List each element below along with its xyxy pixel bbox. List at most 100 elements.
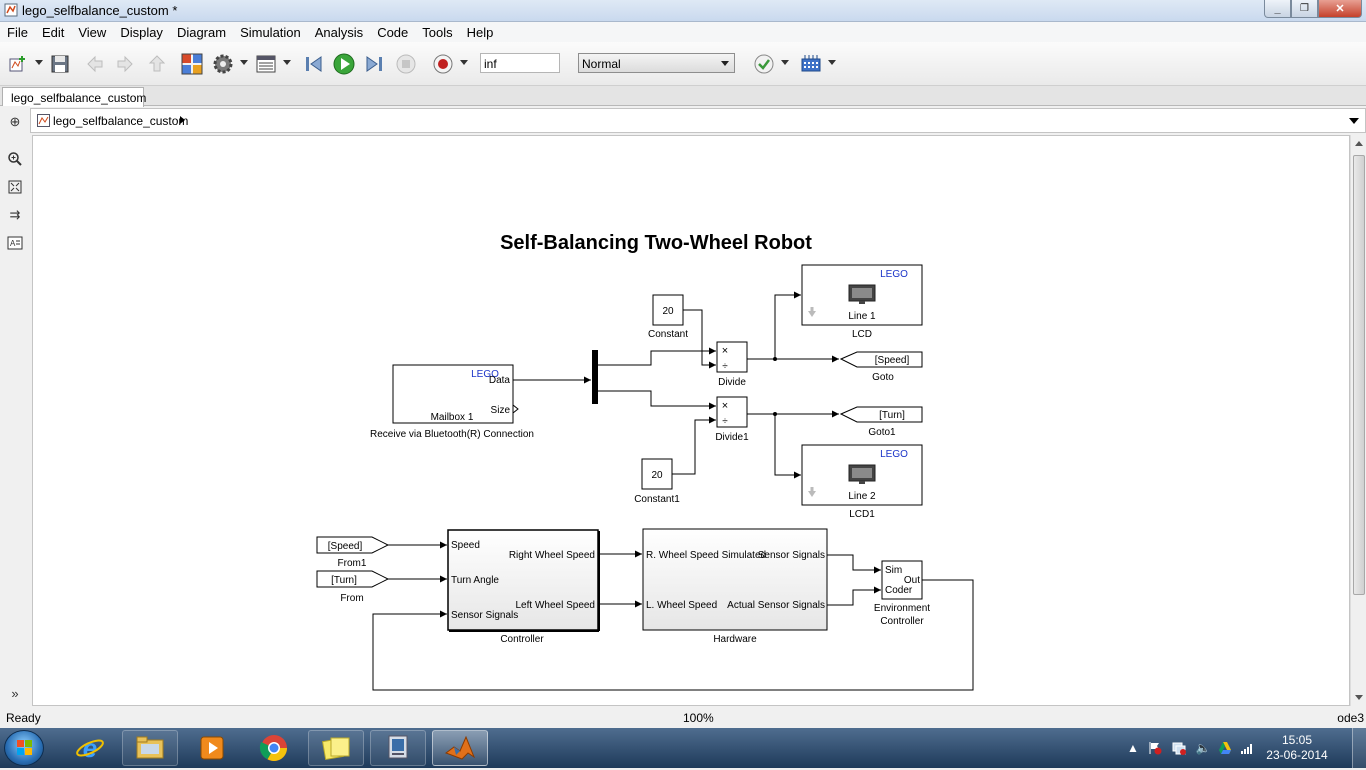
from-block[interactable]: [Turn]	[316, 570, 390, 588]
save-icon[interactable]	[48, 52, 72, 76]
scroll-thumb[interactable]	[1353, 155, 1365, 595]
library-browser-icon[interactable]	[180, 52, 204, 76]
step-back-icon[interactable]	[302, 52, 326, 76]
fit-to-view-icon[interactable]	[6, 178, 24, 196]
mailbox-port-data: Data	[489, 375, 511, 386]
menu-display[interactable]: Display	[120, 24, 163, 40]
model-config-icon[interactable]	[211, 52, 235, 76]
show-desktop-button[interactable]	[1352, 728, 1366, 768]
menu-edit[interactable]: Edit	[41, 24, 65, 40]
annotation-icon[interactable]: A	[6, 234, 24, 252]
scroll-down-icon[interactable]	[1355, 695, 1363, 700]
taskbar-pc-app[interactable]	[370, 730, 426, 766]
update-diagram-dropdown[interactable]	[781, 60, 789, 65]
model-explorer-dropdown[interactable]	[283, 60, 291, 65]
signal-strength-icon[interactable]	[1240, 741, 1254, 755]
controller-subsystem[interactable]: Speed Turn Angle Sensor Signals Right Wh…	[447, 529, 600, 632]
demux-block[interactable]	[592, 350, 598, 404]
clock[interactable]: 15:05 23-06-2014	[1262, 733, 1332, 763]
start-button[interactable]	[4, 730, 44, 766]
taskbar-file-explorer[interactable]	[122, 730, 178, 766]
hardware-subsystem[interactable]: R. Wheel Speed Simulated Sensor Signals …	[642, 528, 828, 631]
branch-point	[773, 412, 777, 416]
taskbar-chrome[interactable]	[246, 730, 302, 766]
menu-help[interactable]: Help	[466, 24, 494, 40]
up-icon[interactable]	[145, 52, 169, 76]
monitor-icon	[848, 284, 876, 304]
goto1-block[interactable]: [Turn]	[839, 406, 923, 423]
hardware-out-actual: Actual Sensor Signals	[727, 600, 825, 611]
vertical-scrollbar[interactable]	[1350, 135, 1366, 706]
arrow-right-icon[interactable]: ⇉	[9, 207, 21, 222]
forward-icon[interactable]	[113, 52, 137, 76]
menu-file[interactable]: File	[7, 24, 28, 40]
simulation-mode-value: Normal	[582, 57, 621, 71]
constant1-block[interactable]: 20	[641, 458, 673, 490]
network-icon[interactable]	[1172, 741, 1186, 755]
simulink-app-icon	[4, 3, 18, 17]
status-solver[interactable]: ode3	[1337, 711, 1364, 725]
menu-analysis[interactable]: Analysis	[314, 24, 364, 40]
envctl-in-sim: Sim	[885, 565, 902, 576]
action-center-flag-icon[interactable]	[1148, 741, 1162, 755]
build-dropdown[interactable]	[828, 60, 836, 65]
goto-block[interactable]: [Speed]	[839, 351, 923, 368]
mailbox-block[interactable]: LEGO Data Size Mailbox 1	[392, 364, 519, 424]
environment-controller-block[interactable]: Sim Coder Out	[881, 560, 923, 600]
close-button[interactable]: ✕	[1318, 0, 1362, 18]
expand-palette-icon[interactable]: »	[11, 685, 19, 701]
envctl-out: Out	[904, 575, 920, 586]
divide-div: ÷	[722, 361, 728, 372]
new-model-icon[interactable]	[6, 52, 30, 76]
mailbox-tag: LEGO	[471, 369, 499, 380]
record-dropdown[interactable]	[460, 60, 468, 65]
model-config-dropdown[interactable]	[240, 60, 248, 65]
restore-button[interactable]: ❐	[1291, 0, 1318, 18]
breadcrumb-model[interactable]: lego_selfbalance_custom	[53, 114, 189, 128]
constant-value: 20	[662, 306, 674, 317]
divide1-block[interactable]: × ÷	[716, 396, 748, 428]
taskbar-media-player[interactable]	[184, 730, 240, 766]
from1-block[interactable]: [Speed]	[316, 536, 390, 554]
stop-icon[interactable]	[394, 52, 418, 76]
lcd1-block[interactable]: LEGO Line 2	[801, 444, 923, 506]
taskbar-internet-explorer[interactable]: e	[62, 730, 118, 766]
stop-time-input[interactable]: inf	[480, 53, 560, 73]
zoom-icon[interactable]	[6, 150, 24, 168]
chevron-right-icon[interactable]	[180, 116, 185, 124]
record-icon[interactable]	[431, 52, 455, 76]
scroll-up-icon[interactable]	[1355, 141, 1363, 146]
envctl-in-coder: Coder	[885, 585, 913, 596]
minimize-button[interactable]: _	[1264, 0, 1291, 18]
update-diagram-icon[interactable]	[752, 52, 776, 76]
run-icon[interactable]	[332, 52, 356, 76]
hardware-out-sensor: Sensor Signals	[758, 550, 825, 561]
menu-diagram[interactable]: Diagram	[176, 24, 227, 40]
taskbar-sticky-notes[interactable]	[308, 730, 364, 766]
menu-code[interactable]: Code	[377, 24, 409, 40]
tab-model[interactable]: lego_selfbalance_custom	[2, 87, 146, 107]
controller-out-left: Left Wheel Speed	[516, 600, 596, 611]
hide-explorer-icon[interactable]: ⊕	[9, 114, 21, 129]
from-caption: From	[340, 593, 363, 604]
new-model-dropdown[interactable]	[35, 60, 43, 65]
lcd-line-label: Line 1	[848, 311, 876, 322]
show-hidden-icons[interactable]: ▲	[1127, 741, 1139, 755]
lcd-block[interactable]: LEGO Line 1	[801, 264, 923, 326]
volume-icon[interactable]: 🔈	[1195, 741, 1211, 755]
simulation-mode-select[interactable]: Normal	[578, 53, 735, 73]
google-drive-icon[interactable]	[1218, 741, 1232, 755]
menu-simulation[interactable]: Simulation	[240, 24, 301, 40]
divide-block[interactable]: × ÷	[716, 341, 748, 373]
step-forward-icon[interactable]	[362, 52, 386, 76]
constant-block[interactable]: 20	[652, 294, 684, 326]
menu-tools[interactable]: Tools	[422, 24, 453, 40]
taskbar-matlab[interactable]	[432, 730, 488, 766]
breadcrumb-dropdown-icon[interactable]	[1349, 118, 1359, 124]
back-icon[interactable]	[83, 52, 107, 76]
goto-tag: [Speed]	[875, 355, 910, 366]
model-canvas[interactable]: Self-Balancing Two-Wheel Robot LEGO Data…	[32, 135, 1350, 706]
menu-view[interactable]: View	[78, 24, 107, 40]
model-explorer-icon[interactable]	[254, 52, 278, 76]
build-icon[interactable]	[799, 52, 823, 76]
